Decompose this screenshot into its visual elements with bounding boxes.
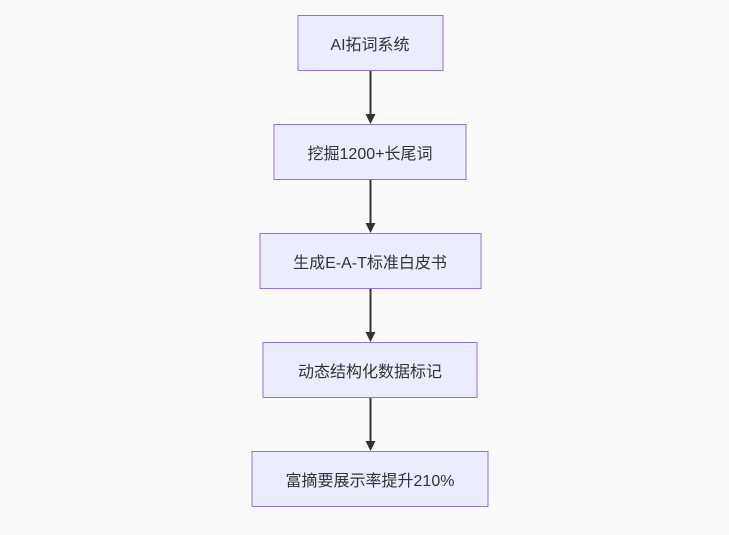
arrow-connector: [363, 289, 377, 342]
flowchart-node-structured-data-markup: 动态结构化数据标记: [262, 342, 478, 398]
flowchart-node-ai-keyword-system: AI拓词系统: [297, 15, 443, 71]
flowchart: AI拓词系统 挖掘1200+长尾词 生成E-A-T标准白皮书 动态结构化数据标记…: [251, 15, 489, 507]
arrow-shaft: [369, 180, 371, 224]
arrow-connector: [363, 398, 377, 451]
arrow-head-icon: [365, 114, 375, 124]
arrow-shaft: [369, 71, 371, 115]
flowchart-node-rich-snippet-rate: 富摘要展示率提升210%: [251, 451, 489, 507]
arrow-head-icon: [365, 223, 375, 233]
arrow-head-icon: [365, 332, 375, 342]
flowchart-node-eat-whitepaper: 生成E-A-T标准白皮书: [259, 233, 481, 289]
arrow-shaft: [369, 398, 371, 442]
arrow-head-icon: [365, 441, 375, 451]
flowchart-node-longtail-mining: 挖掘1200+长尾词: [273, 124, 467, 180]
arrow-connector: [363, 180, 377, 233]
arrow-connector: [363, 71, 377, 124]
arrow-shaft: [369, 289, 371, 333]
